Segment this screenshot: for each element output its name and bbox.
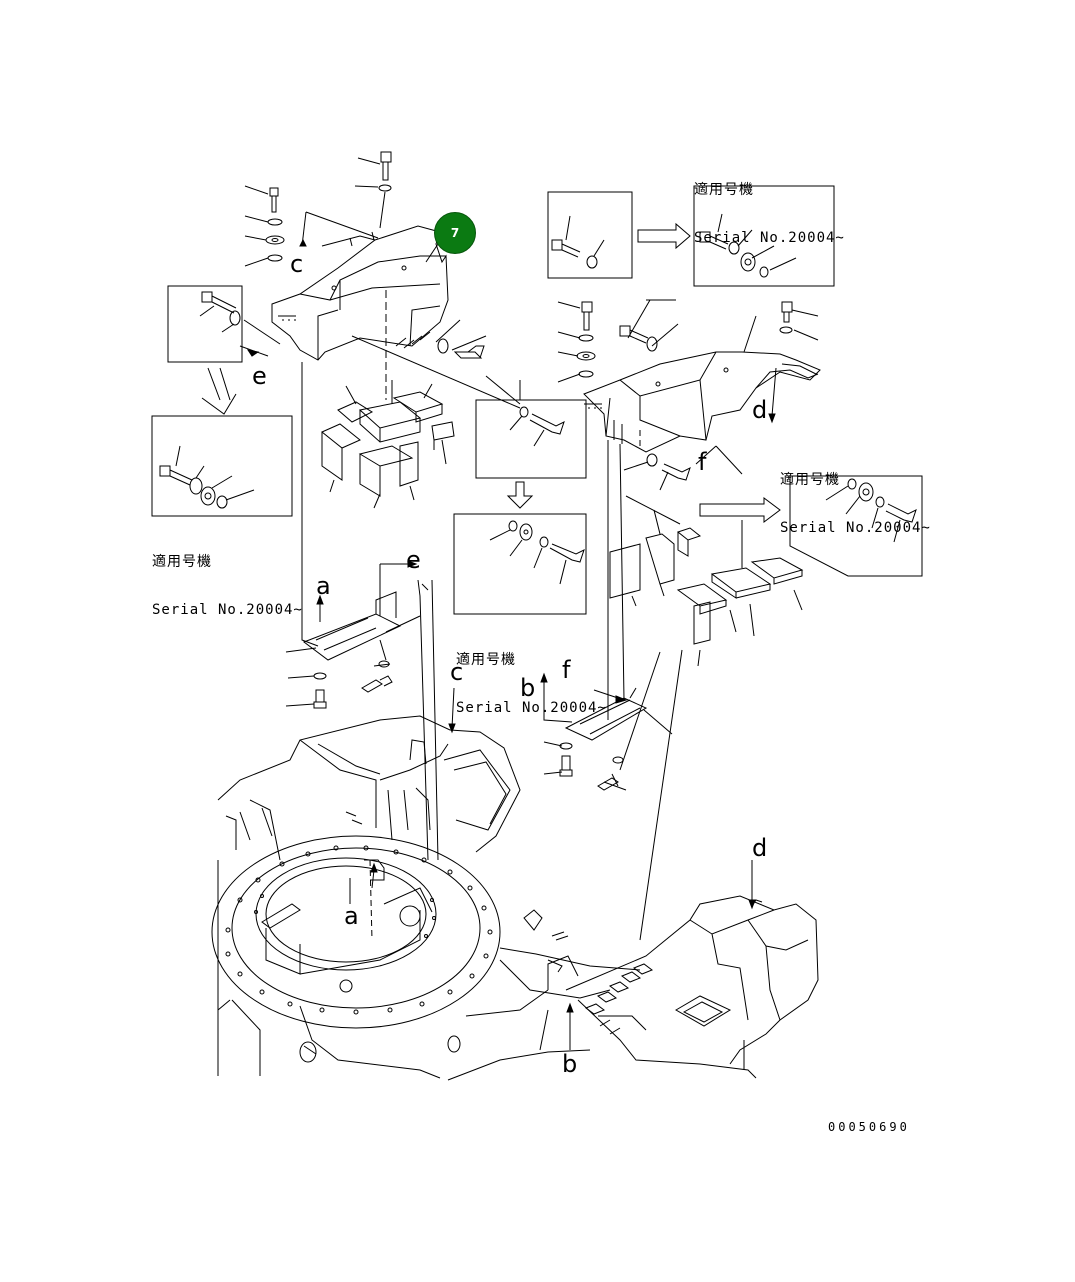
serial-note-serial: Serial No.20004~ (694, 230, 845, 246)
pad-cluster-upper-left (321, 380, 455, 509)
ref-letter-b-bottom: b (562, 1050, 578, 1078)
bracket-right-middle (540, 440, 683, 941)
detail-box-e-top (167, 285, 281, 363)
serial-note-serial: Serial No.20004~ (780, 520, 931, 536)
ref-letter-f-middle: f (562, 656, 571, 684)
ref-letter-d-bottom: d (752, 834, 768, 862)
pad-cluster-right (609, 495, 804, 667)
callout-label: 7 (450, 226, 460, 240)
callout-number-7[interactable]: 7 (434, 212, 476, 254)
detail-box-right-lower (789, 475, 923, 577)
hollow-arrow-right-top (637, 222, 691, 250)
cover-assembly-right (583, 299, 821, 453)
hollow-arrow-down-left (201, 367, 237, 415)
hollow-arrow-right-middle (699, 497, 781, 523)
detail-box-middle-lower (453, 513, 587, 615)
ref-letter-a-middle: a (316, 572, 331, 600)
serial-note-serial: Serial No.20004~ (456, 700, 607, 716)
serial-note-left: 適用号機 Serial No.20004~ (152, 522, 303, 650)
leader-lines-left (301, 362, 439, 861)
drawing-number: 00050690 (828, 1120, 910, 1134)
serial-note-jp: 適用号機 (780, 472, 840, 488)
ref-letter-a-bottom: a (344, 902, 359, 930)
serial-note-jp: 適用号機 (694, 182, 754, 198)
detail-box-middle-top (475, 375, 587, 479)
serial-note-middle: 適用号機 Serial No.20004~ (456, 620, 607, 748)
bolt-right-under-cover (623, 445, 743, 491)
ref-letter-b-middle: b (520, 674, 536, 702)
revolving-frame (211, 687, 819, 1081)
ring-bolt-holes (225, 845, 493, 1015)
detail-box-right-top-big (693, 185, 835, 287)
ref-letter-e-top: e (252, 362, 267, 390)
ref-arrow-c-top (299, 211, 379, 247)
serial-note-serial: Serial No.20004~ (152, 602, 303, 618)
bracket-left-middle (285, 591, 421, 709)
ref-letter-c-top: c (290, 250, 304, 278)
ref-arrow-d-top (768, 367, 777, 424)
ref-letter-c-bottom: c (450, 658, 464, 686)
bolt-stack-center (354, 151, 392, 229)
detail-box-left-lower (151, 415, 293, 517)
serial-note-right: 適用号機 Serial No.20004~ (780, 440, 931, 568)
bolt-stack-left (244, 185, 285, 267)
bolt-stack-right (557, 301, 596, 383)
ref-letter-f-top: f (698, 448, 707, 476)
serial-note-jp: 適用号機 (456, 652, 516, 668)
ref-letter-d-top: d (752, 396, 768, 424)
ref-letter-e-middle: e (406, 546, 421, 574)
hollow-arrow-down-middle (506, 481, 534, 509)
serial-note-top-right: 適用号機 Serial No.20004~ (694, 150, 845, 278)
leader-lines-right (351, 299, 676, 591)
serial-note-jp: 適用号機 (152, 554, 212, 570)
detail-box-right-top-small (547, 191, 633, 279)
cover-assembly-left (271, 225, 487, 400)
